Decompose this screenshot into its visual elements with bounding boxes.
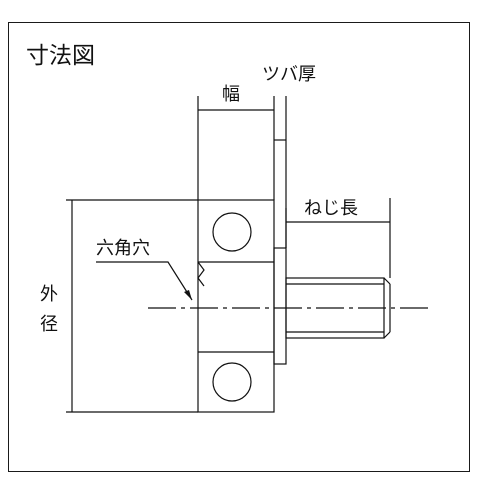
stud-chamfer [383, 331, 391, 339]
ball-bottom [212, 362, 252, 402]
arrowhead [184, 290, 192, 300]
diagram-title: 寸法図 [26, 43, 95, 69]
label-width: 幅 [222, 84, 240, 105]
diagram-frame [8, 22, 470, 472]
ball-top [212, 212, 252, 252]
hex-hole-edge [197, 261, 205, 287]
label-outer-diameter-1: 外 [40, 284, 58, 305]
bearing-outer-body [197, 199, 275, 413]
label-flange-thickness: ツバ厚 [262, 64, 316, 85]
label-thread-length: ねじ長 [304, 198, 358, 219]
leader-hex-hole [96, 261, 193, 301]
stud-chamfer [383, 277, 391, 285]
flange [273, 247, 287, 365]
label-outer-diameter-2: 径 [40, 314, 58, 335]
label-hex-hole: 六角穴 [96, 238, 150, 259]
